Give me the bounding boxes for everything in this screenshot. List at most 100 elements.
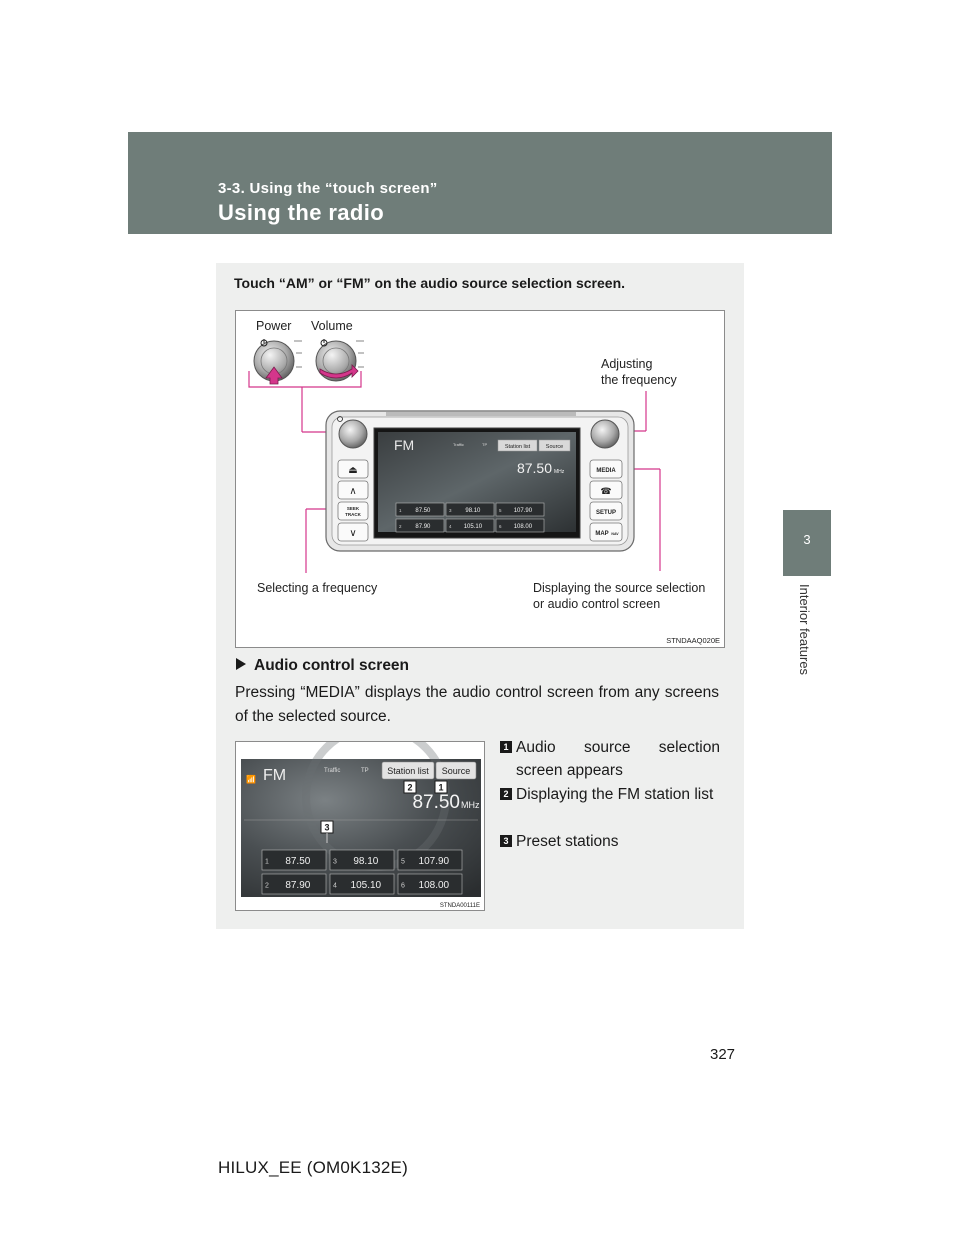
preset-frequency-2: 108.00 <box>419 880 450 891</box>
preset-button-2[interactable] <box>397 873 463 895</box>
preset-frequency: 98.10 <box>465 508 481 514</box>
preset-number: 6 <box>499 524 502 529</box>
preset-frequency: 107.90 <box>514 508 533 514</box>
phone-icon[interactable]: ☎ <box>600 487 611 497</box>
callout-3: 3 <box>320 820 334 843</box>
frequency-readout-2: 87.50 <box>412 792 460 813</box>
tp-label: TP <box>482 442 487 447</box>
bullet-triangle-icon <box>236 658 246 670</box>
audio-control-heading: Audio control screen <box>236 657 409 675</box>
svg-text:1: 1 <box>438 783 443 793</box>
station-list-button[interactable] <box>497 439 538 452</box>
legend-item-2: 2 Displaying the FM station list <box>500 783 720 806</box>
preset-frequency: 87.50 <box>415 508 431 514</box>
preset-button[interactable] <box>495 502 545 517</box>
preset-number: 2 <box>399 524 402 529</box>
preset-frequency: 108.00 <box>514 524 533 530</box>
unit-right-buttons: MEDIA ☎ SETUP MAP NAV <box>589 459 623 542</box>
page-number: 327 <box>710 1046 736 1063</box>
preset-number: 1 <box>399 508 402 513</box>
band-label: FM <box>394 437 414 453</box>
displaying-label-2: or audio control screen <box>533 597 660 611</box>
source-label-2: Source <box>442 766 471 776</box>
preset-number-2: 1 <box>265 859 269 866</box>
preset-button[interactable] <box>395 502 445 517</box>
chapter-header-band <box>128 132 832 234</box>
adjusting-label-1: Adjusting <box>601 357 652 371</box>
chapter-label-wrap: Interior features <box>796 584 818 694</box>
band-label-2: FM <box>263 767 286 784</box>
legend-text-3: Preset stations <box>516 833 619 850</box>
map-button-label[interactable]: MAP <box>595 531 608 537</box>
seek-up-icon[interactable]: ∧ <box>349 486 356 497</box>
preset-frequency-2: 105.10 <box>351 880 382 891</box>
figure-code: STNDAAQ020E <box>666 636 720 645</box>
head-unit-illustration: ⏏ ∧ SEEK TRACK ∨ MEDIA ☎ SETUP MAP NAV F… <box>248 319 720 645</box>
intro-text: Touch “AM” or “FM” on the audio source s… <box>234 275 626 291</box>
svg-text:2: 2 <box>407 783 412 793</box>
seek-down-icon[interactable]: ∨ <box>349 528 356 539</box>
preset-frequency-2: 98.10 <box>353 856 378 867</box>
section-reference: 3-3. Using the “touch screen” <box>218 180 438 197</box>
preset-button[interactable] <box>445 518 495 533</box>
unit-left-buttons: ⏏ ∧ SEEK TRACK ∨ <box>337 459 369 542</box>
unit-lcd-content: FM Traffic TP Station list Source 87.50 … <box>394 437 571 533</box>
legend-item-3: 3 Preset stations <box>500 830 720 853</box>
volume-knob-inset <box>315 339 364 382</box>
press-arrow-icon <box>265 366 283 385</box>
chapter-number: 3 <box>803 532 811 547</box>
preset-button-2[interactable] <box>261 873 327 895</box>
volume-label: Volume <box>311 319 353 333</box>
rotate-arrow-icon <box>319 364 359 379</box>
preset-frequency-2: 87.50 <box>285 856 310 867</box>
preset-number-2: 3 <box>333 859 337 866</box>
preset-frequency: 105.10 <box>464 524 483 530</box>
preset-button-2[interactable] <box>397 849 463 871</box>
station-list-label-2: Station list <box>387 766 429 776</box>
preset-button[interactable] <box>495 518 545 533</box>
preset-number-2: 2 <box>265 883 269 890</box>
media-button-label[interactable]: MEDIA <box>596 468 616 474</box>
legend-number-1: 1 <box>500 741 512 753</box>
preset-number: 5 <box>499 508 502 513</box>
displaying-label-1: Displaying the source selection <box>533 581 705 595</box>
legend-number-3: 3 <box>500 835 512 847</box>
preset-button-2[interactable] <box>261 849 327 871</box>
power-knob-inset <box>253 339 302 385</box>
page-title: Using the radio <box>218 200 385 225</box>
preset-number-2: 4 <box>333 883 337 890</box>
eject-icon[interactable]: ⏏ <box>348 465 357 476</box>
preset-button[interactable] <box>395 518 445 533</box>
preset-button-2[interactable] <box>329 849 395 871</box>
power-label: Power <box>256 319 291 333</box>
frequency-unit: MHz <box>554 469 565 475</box>
legend-item-1: 1 Audio source selection screen appears <box>500 736 720 782</box>
preset-number-2: 5 <box>401 859 405 866</box>
document-id: HILUX_EE (OM0K132E) <box>218 1158 408 1177</box>
preset-frequency-2: 107.90 <box>419 856 450 867</box>
track-label: TRACK <box>345 512 361 517</box>
legend-number-2: 2 <box>500 788 512 800</box>
preset-button[interactable] <box>445 502 495 517</box>
preset-number: 4 <box>449 524 452 529</box>
setup-button-label[interactable]: SETUP <box>596 510 616 516</box>
unit-power-volume-knob[interactable] <box>337 416 368 449</box>
unit-tune-knob[interactable] <box>590 419 620 449</box>
preset-frequency-2: 87.90 <box>285 880 310 891</box>
nav-button-label[interactable]: NAV <box>611 532 619 536</box>
source-button-2[interactable] <box>435 761 477 780</box>
selecting-label: Selecting a frequency <box>257 581 378 595</box>
seek-label: SEEK <box>347 506 360 511</box>
station-list-button-2[interactable] <box>381 761 435 780</box>
audio-control-heading-text: Audio control screen <box>254 657 410 674</box>
preset-button-2[interactable] <box>329 873 395 895</box>
chapter-tab <box>783 510 831 576</box>
svg-text:3: 3 <box>324 823 329 833</box>
frequency-unit-2: MHz <box>461 800 480 810</box>
tp-label-2: TP <box>361 768 369 774</box>
source-button[interactable] <box>538 439 571 452</box>
fm-signal-icon: 📶 <box>246 774 256 784</box>
adjusting-label-2: the frequency <box>601 373 677 387</box>
